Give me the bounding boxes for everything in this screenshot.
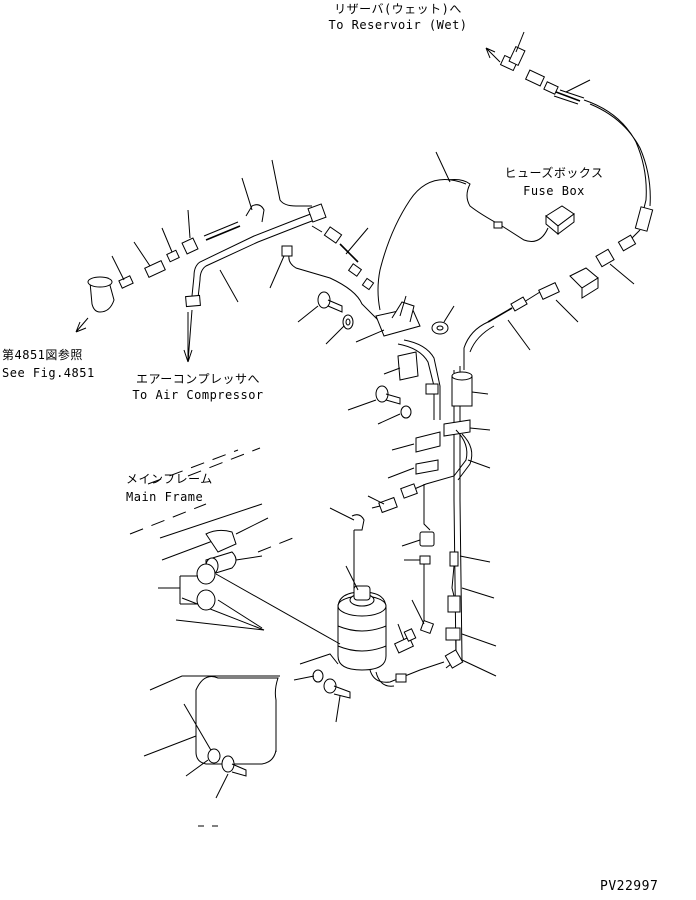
- leader-line: [325, 325, 345, 345]
- reservoir-label-en: To Reservoir (Wet): [328, 18, 468, 32]
- leader-line: [111, 255, 125, 281]
- leader-line: [241, 177, 253, 211]
- leader-line: [435, 151, 451, 183]
- main-frame-group: [129, 447, 341, 827]
- clamp-stack-group: [329, 366, 497, 677]
- leader-line: [367, 495, 385, 505]
- leader-line: [459, 555, 491, 563]
- leader-line: [387, 467, 415, 479]
- leader-line: [187, 209, 191, 239]
- reservoir-fitting-group: [485, 31, 654, 285]
- leader-line: [345, 227, 369, 255]
- leader-line: [399, 295, 407, 317]
- leader-line: [133, 241, 151, 267]
- leader-line: [215, 773, 229, 799]
- leader-line: [401, 539, 421, 547]
- leader-line: [347, 399, 377, 411]
- switch-connector-group: [463, 267, 599, 370]
- leader-line: [377, 413, 401, 425]
- leader-line: [383, 367, 401, 375]
- leader-line: [461, 587, 495, 599]
- leader-line: [565, 79, 591, 93]
- leader-line: [143, 735, 197, 757]
- leader-line: [471, 391, 489, 395]
- bolts-group: [297, 291, 455, 420]
- leader-line: [443, 305, 455, 323]
- leader-line: [235, 517, 269, 535]
- leader-line: [515, 31, 525, 53]
- leader-line: [469, 427, 491, 431]
- leader-line: [507, 319, 531, 351]
- leader-line: [269, 255, 285, 289]
- leader-line: [609, 263, 635, 285]
- leader-line: [235, 555, 263, 561]
- drawing-number: PV22997: [600, 879, 659, 894]
- leader-line: [355, 329, 385, 343]
- fuse-box-group: [377, 151, 575, 311]
- reservoir-label-ja: リザーバ(ウェット)へ: [334, 2, 462, 16]
- leader-line: [293, 675, 315, 681]
- leader-line: [467, 459, 491, 469]
- air-tank-group: [293, 565, 445, 723]
- leader-line: [345, 565, 359, 591]
- fig-ref-label-en: See Fig.4851: [2, 366, 95, 380]
- main-frame-label-ja: メインフレーム: [126, 472, 213, 486]
- leader-line: [185, 759, 209, 777]
- leader-line: [391, 443, 415, 451]
- leader-line: [461, 633, 497, 647]
- compressor-label-en: To Air Compressor: [132, 388, 264, 402]
- leader-line: [297, 305, 319, 323]
- fig-ref-label-ja: 第4851図参照: [2, 348, 83, 362]
- leader-line: [329, 507, 355, 521]
- compressor-pipe-group: [75, 159, 379, 363]
- leader-line: [397, 623, 405, 641]
- main-frame-label-en: Main Frame: [126, 490, 204, 504]
- leader-line: [161, 227, 173, 253]
- leader-line: [335, 695, 341, 723]
- fuse-box-label-en: Fuse Box: [523, 184, 585, 198]
- fuse-box-label-ja: ヒューズボックス: [504, 166, 604, 180]
- leader-line: [555, 299, 579, 323]
- leader-line: [411, 599, 425, 625]
- leader-line: [219, 269, 239, 303]
- compressor-label-ja: エアーコンプレッサへ: [136, 372, 260, 386]
